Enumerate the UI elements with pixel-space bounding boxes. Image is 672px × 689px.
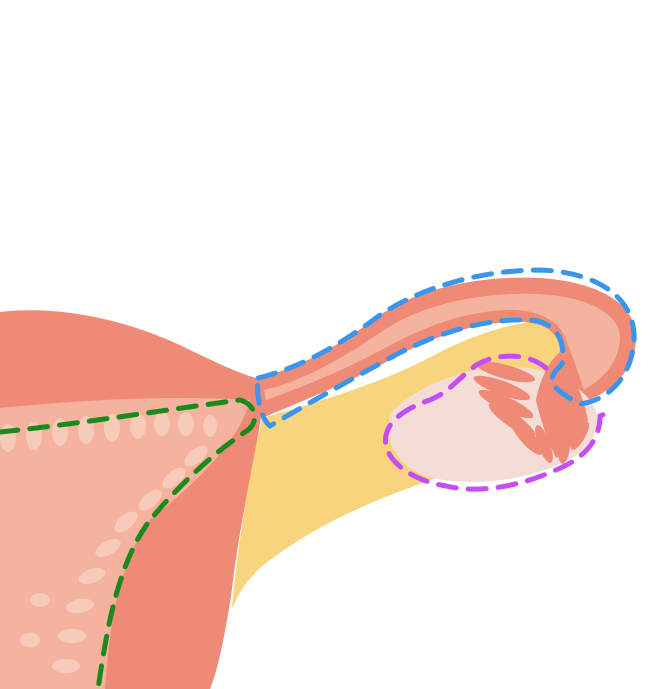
uterus-outline bbox=[0, 397, 258, 689]
fallopian-tube-inner bbox=[264, 293, 621, 400]
tube-outline bbox=[255, 267, 637, 430]
fimbriae bbox=[473, 352, 590, 464]
endometrium bbox=[0, 397, 250, 689]
ovary-outline bbox=[382, 353, 611, 492]
